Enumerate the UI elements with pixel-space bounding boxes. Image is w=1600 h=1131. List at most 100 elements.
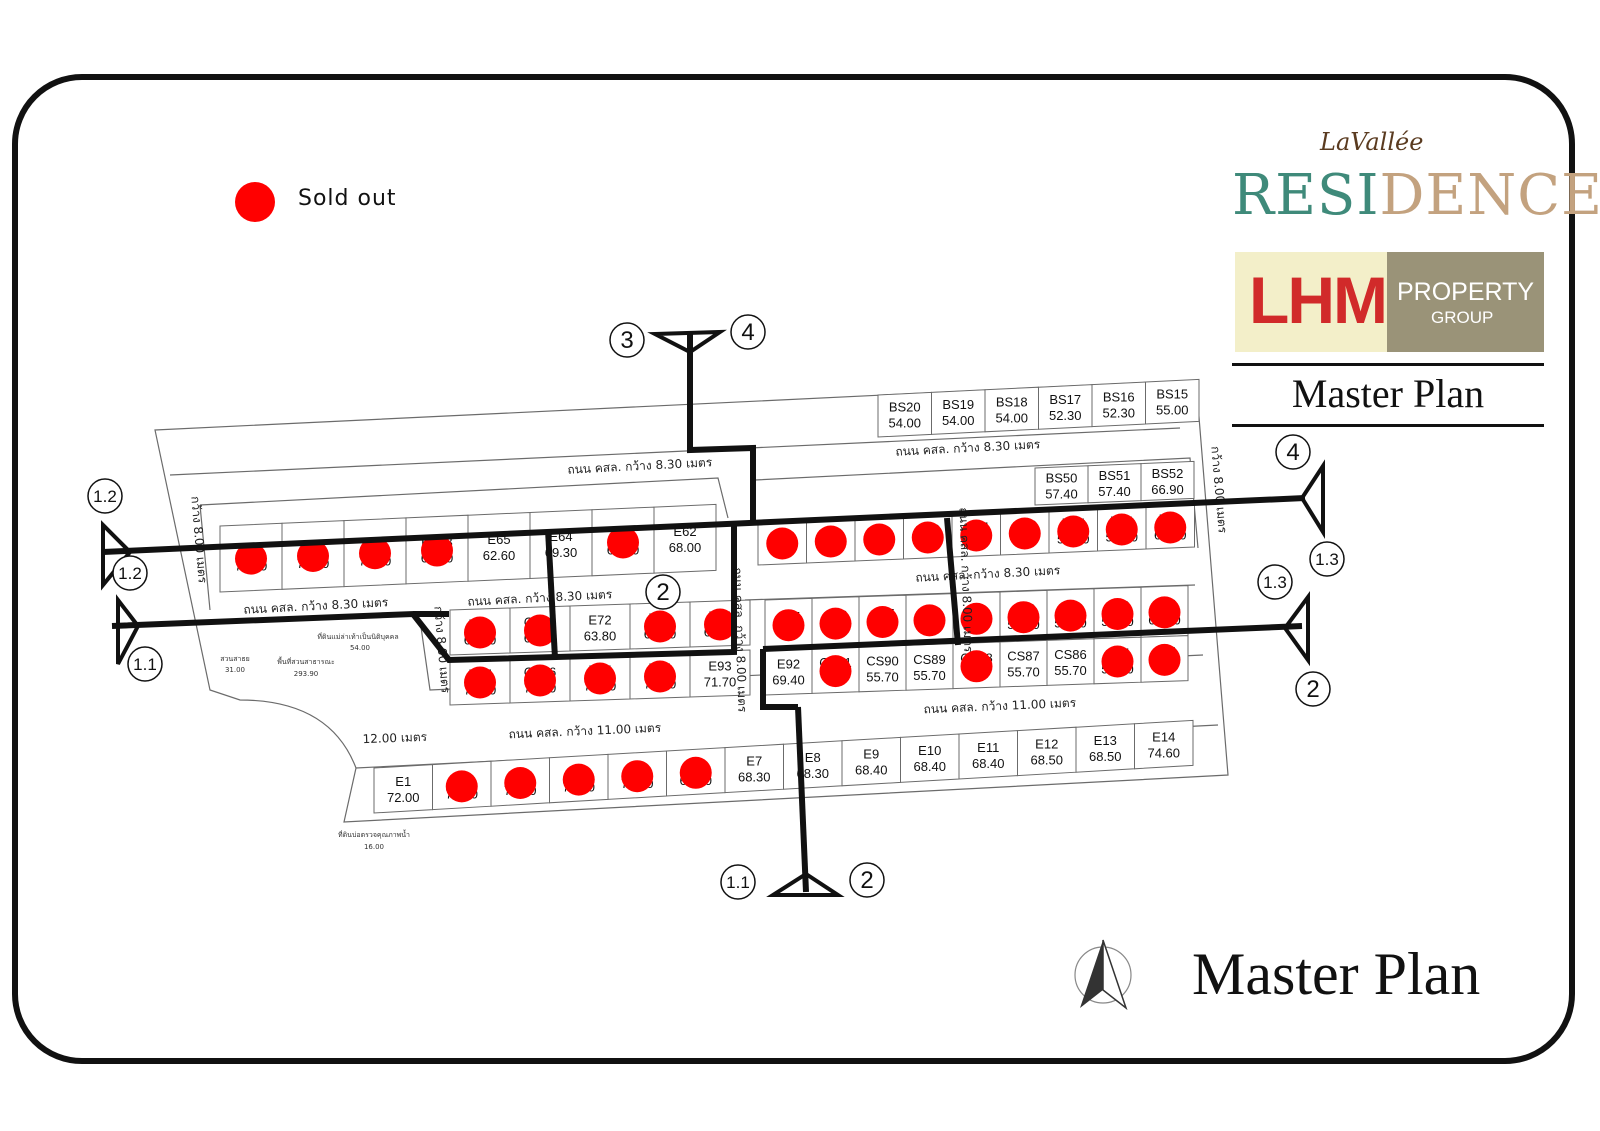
lot-e97[interactable]: E9771.70 <box>449 657 511 706</box>
lot-c58[interactable]: C584 <box>903 513 953 560</box>
lot-c75[interactable]: C756 <box>764 597 813 651</box>
bs-row-lots: BS2054.00BS1954.00BS1854.00BS1752.30BS16… <box>877 378 1200 438</box>
lot-e5[interactable]: E572.00 <box>607 750 667 800</box>
lot-e66[interactable]: E6671.00 <box>343 517 407 588</box>
sold-out-dot <box>1148 643 1181 676</box>
svg-text:1.1: 1.1 <box>133 655 157 674</box>
road-label: กว้าง 8.00 เมตร <box>1208 446 1230 535</box>
road-label: 12.00 เมตร <box>362 730 427 746</box>
lot-area: 68.40 <box>972 756 1005 771</box>
lot-area: 54.00 <box>942 413 975 428</box>
lot-c59[interactable]: C594 <box>854 515 904 562</box>
lot-c78[interactable]: C785 <box>905 593 954 646</box>
lot-cs91[interactable]: CS915 <box>811 646 860 694</box>
section-marker: 1.2 <box>112 555 148 591</box>
sold-out-dot <box>772 609 805 642</box>
lot-c61[interactable]: C614 <box>757 519 807 566</box>
misc-label: พื้นที่สวนสาธารณะ <box>277 655 335 666</box>
lot-cs96[interactable]: CS9671.70 <box>509 655 571 704</box>
lot-b53[interactable]: B5366.90 <box>1145 503 1195 550</box>
lot-e94[interactable]: E9471.30 <box>629 651 691 700</box>
lot-e66b[interactable]: E66B62.60 <box>405 514 469 585</box>
brand-residence-part2: DENCE <box>1379 163 1600 228</box>
sold-out-dot <box>960 519 993 552</box>
lot-e63[interactable]: E6365.00 <box>591 506 655 577</box>
lot-c84[interactable]: C846 <box>1140 635 1189 683</box>
lot-b54[interactable]: B5457.40 <box>1097 505 1147 552</box>
lot-e67[interactable]: E6771.00 <box>281 520 345 590</box>
lot-e70[interactable]: E7063.80 <box>449 607 511 656</box>
lot-code: BS19 <box>942 397 974 412</box>
lot-e95[interactable]: E9571.70 <box>569 653 631 702</box>
lot-c81[interactable]: C8157.40 <box>1046 588 1095 641</box>
lot-e68[interactable]: E6871.00 <box>219 522 283 593</box>
lot-b55[interactable]: B5557.40 <box>1048 507 1098 554</box>
lhm-property-text: PROPERTY <box>1397 278 1535 306</box>
lot-area: 68.50 <box>1089 749 1122 764</box>
lhm-logo-text: LHM <box>1249 263 1388 337</box>
sold-out-dot <box>621 760 654 793</box>
lot-code: E9 <box>863 747 879 762</box>
lot-area: 52.30 <box>1049 408 1082 423</box>
lot-c77[interactable]: C775 <box>858 594 907 648</box>
lot-cs88[interactable]: CS885 <box>952 641 1001 690</box>
lot-area: 52.30 <box>1102 405 1135 420</box>
lot-area: 57.40 <box>1098 484 1131 499</box>
sold-out-dot <box>913 604 946 637</box>
lot-c85[interactable]: C8555.70 <box>1093 636 1142 685</box>
lot-e73[interactable]: E7363.80 <box>629 601 691 650</box>
sold-out-dot <box>911 521 944 554</box>
lot-c83[interactable]: C8367.10 <box>1140 585 1189 638</box>
lot-c80[interactable]: C8057.40 <box>999 589 1048 643</box>
lot-e4[interactable]: E472.00 <box>549 753 609 804</box>
lot-e6[interactable]: E668.30 <box>666 747 726 797</box>
sold-out-dot <box>524 614 556 647</box>
page-title-top: Master Plan <box>1291 371 1485 416</box>
lot-area: 55.70 <box>866 670 899 685</box>
lot-c76[interactable]: C765 <box>811 596 860 649</box>
section-marker: 4 <box>1275 434 1311 470</box>
lot-area: 71.70 <box>704 675 737 690</box>
lot-e2[interactable]: E272.00 <box>432 760 492 811</box>
lot-e3[interactable]: E372.00 <box>490 757 550 807</box>
lot-c60[interactable]: C604 <box>806 517 856 564</box>
lot-cs71[interactable]: CS7163.80 <box>509 605 571 654</box>
lot-c57[interactable]: C574 <box>951 511 1001 558</box>
lot-c56[interactable]: C564 <box>1000 509 1050 556</box>
misc-label: 54.00 <box>350 644 370 652</box>
sold-out-dot <box>644 660 676 693</box>
lot-area: 55.00 <box>1156 403 1189 418</box>
lot-c82[interactable]: C8257.40 <box>1093 586 1142 640</box>
svg-text:3: 3 <box>620 327 633 354</box>
lot-code: E7 <box>746 753 762 768</box>
brand-lavallee: LaVallée <box>1320 128 1424 156</box>
